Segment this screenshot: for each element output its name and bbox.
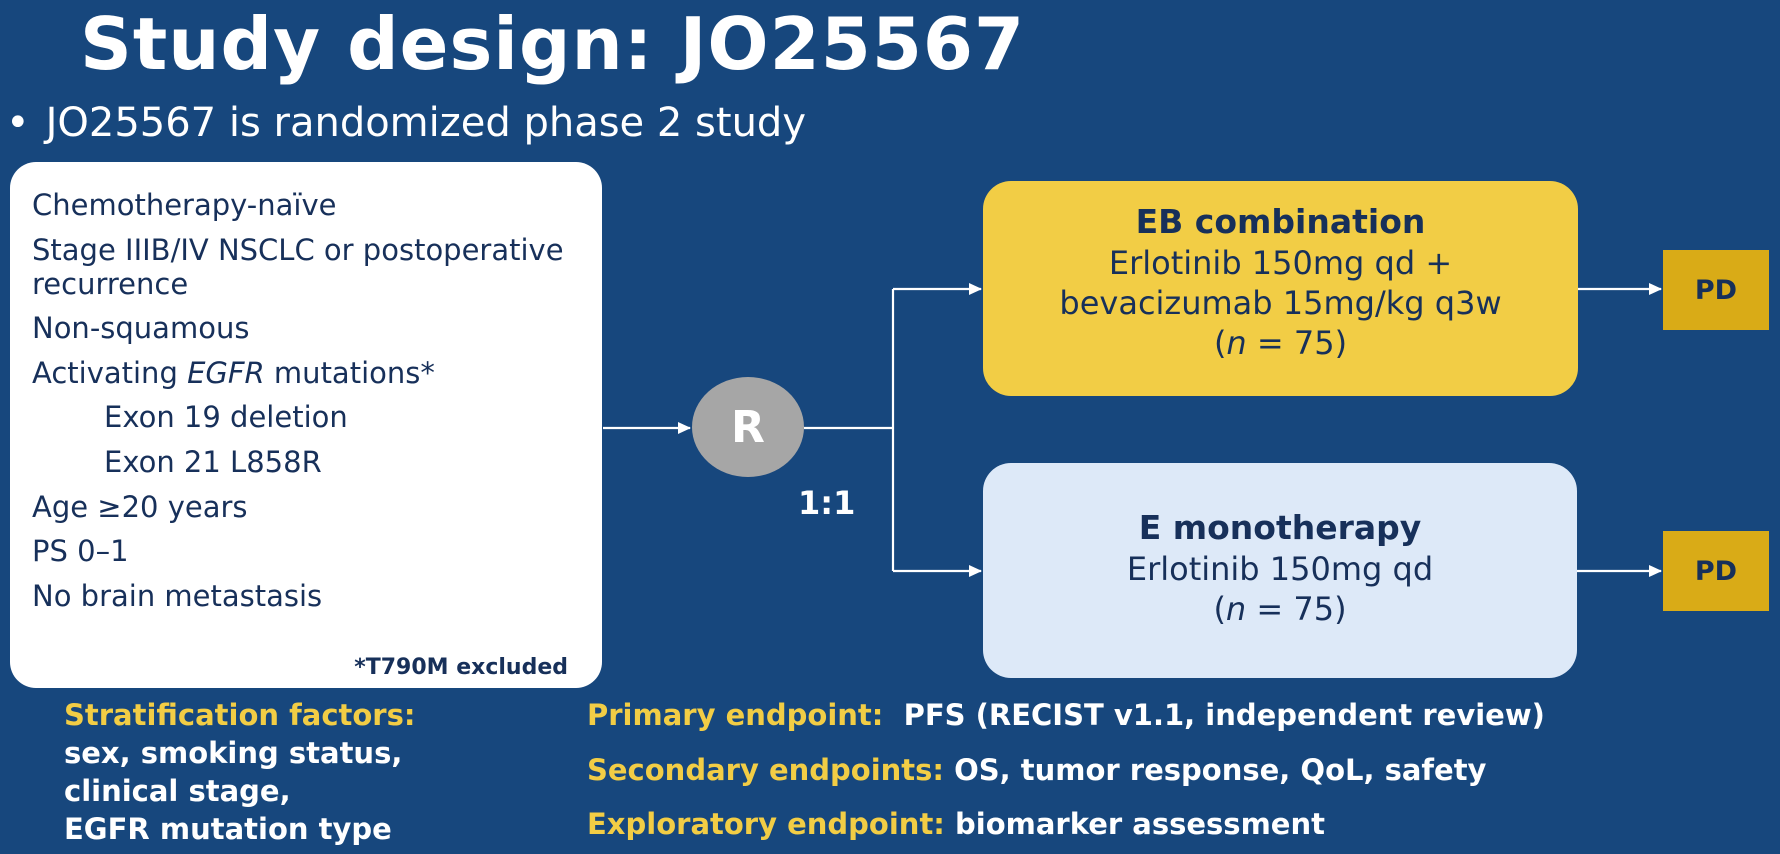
criterion-stage-cont: recurrence xyxy=(32,267,189,301)
randomization-node: R xyxy=(692,377,804,477)
endpoint-primary-label: Primary endpoint: xyxy=(587,698,884,732)
arm-e-n-pre: ( xyxy=(1213,590,1226,628)
criteria-footnote: *T790M excluded xyxy=(354,655,568,680)
arm-e-monotherapy: E monotherapy Erlotinib 150mg qd (n = 75… xyxy=(983,463,1577,678)
page-title: Study design: JO25567 xyxy=(80,2,1026,86)
arm-eb-title: EB combination xyxy=(1135,202,1426,241)
stratification-line-2: clinical stage, xyxy=(64,774,291,808)
randomization-ratio: 1:1 xyxy=(798,484,856,522)
criterion-age: Age ≥20 years xyxy=(32,490,248,524)
criterion-brain-mets: No brain metastasis xyxy=(32,579,323,613)
eligibility-criteria-box: Chemotherapy-naïve Stage IIIB/IV NSCLC o… xyxy=(10,162,602,688)
endpoint-exploratory-value: biomarker assessment xyxy=(944,807,1325,841)
stratification-factors: Stratification factors: sex, smoking sta… xyxy=(64,696,415,848)
intro-bullet-text: JO25567 is randomized phase 2 study xyxy=(45,100,806,146)
endpoint-exploratory-label: Exploratory endpoint: xyxy=(587,807,945,841)
endpoint-secondary: Secondary endpoints: OS, tumor response,… xyxy=(587,753,1486,787)
arm-eb-combination: EB combination Erlotinib 150mg qd + beva… xyxy=(983,181,1578,396)
criterion-egfr-pre: Activating xyxy=(32,356,188,390)
arm-e-n-post: = 75) xyxy=(1246,590,1347,628)
arm-eb-n-pre: ( xyxy=(1213,324,1227,362)
outcome-pd-eb: PD xyxy=(1663,250,1769,330)
endpoint-primary-value: PFS (RECIST v1.1, independent review) xyxy=(883,698,1545,732)
criterion-egfr: Activating EGFR mutations* xyxy=(32,354,435,392)
arm-eb-line-2: bevacizumab 15mg/kg q3w xyxy=(1059,284,1502,322)
arm-e-n-symbol: n xyxy=(1225,590,1247,628)
intro-bullet: • JO25567 is randomized phase 2 study xyxy=(6,100,806,146)
stratification-label: Stratification factors: xyxy=(64,698,416,732)
criterion-chemo-naive: Chemotherapy-naïve xyxy=(32,188,337,222)
criterion-ps: PS 0–1 xyxy=(32,534,129,568)
stratification-line-3: EGFR mutation type xyxy=(64,812,392,846)
outcome-pd-e: PD xyxy=(1663,531,1769,611)
bullet-dot: • xyxy=(6,100,30,146)
endpoint-secondary-value: OS, tumor response, QoL, safety xyxy=(944,753,1487,787)
arm-e-line-1: Erlotinib 150mg qd xyxy=(1126,550,1434,588)
endpoint-primary: Primary endpoint: PFS (RECIST v1.1, inde… xyxy=(587,698,1545,732)
endpoint-exploratory: Exploratory endpoint: biomarker assessme… xyxy=(587,807,1325,841)
criterion-egfr-gene: EGFR xyxy=(187,356,265,390)
criterion-exon21: Exon 21 L858R xyxy=(104,445,322,479)
criterion-egfr-post: mutations* xyxy=(264,356,435,390)
arm-eb-n-symbol: n xyxy=(1226,324,1247,362)
arm-eb-line-1: Erlotinib 150mg qd + xyxy=(1108,244,1453,282)
criterion-histology: Non-squamous xyxy=(32,311,250,345)
endpoint-secondary-label: Secondary endpoints: xyxy=(587,753,945,787)
arm-e-title: E monotherapy xyxy=(1138,508,1422,547)
arm-eb-n-post: = 75) xyxy=(1246,324,1348,362)
arm-e-n: (n = 75) xyxy=(983,589,1577,629)
randomization-label: R xyxy=(731,401,765,453)
arm-eb-n: (n = 75) xyxy=(983,323,1578,363)
criterion-stage: Stage IIIB/IV NSCLC or postoperative xyxy=(32,233,564,267)
stratification-line-1: sex, smoking status, xyxy=(64,736,403,770)
criterion-exon19: Exon 19 deletion xyxy=(104,400,348,434)
